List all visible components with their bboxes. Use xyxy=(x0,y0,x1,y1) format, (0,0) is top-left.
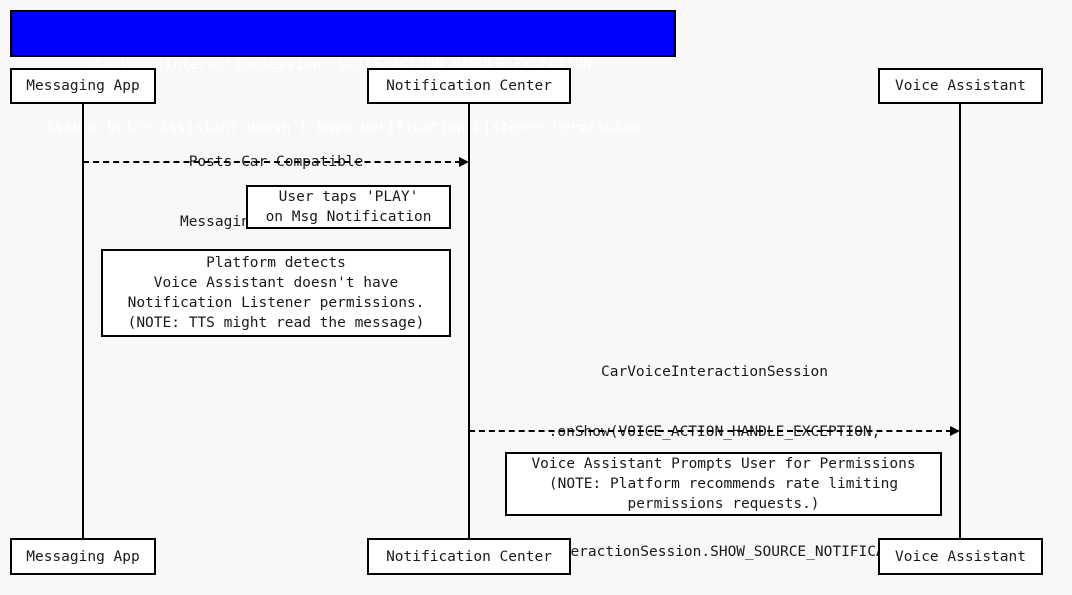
note-platform-detects-line-1: Platform detects xyxy=(206,255,346,271)
note-prompts-user-line-3: permissions requests.) xyxy=(627,496,820,512)
note-prompts-user-line-2: (NOTE: Platform recommends rate limiting xyxy=(548,476,899,492)
note-platform-detects: Platform detects Voice Assistant doesn't… xyxy=(101,249,451,337)
lifeline-notification-center xyxy=(468,103,470,540)
diagram-title-banner: CarVoiceInteractionSession: VOICE_ACTION… xyxy=(10,10,676,136)
participant-header-voice-assistant[interactable]: Voice Assistant xyxy=(878,68,1043,104)
diagram-title-line-2: Assume Voice Assistant doesn't have Noti… xyxy=(46,120,640,136)
message-arrowhead-post-notification xyxy=(459,157,469,167)
participant-footer-messaging-app[interactable]: Messaging App xyxy=(10,538,156,575)
participant-header-messaging-app[interactable]: Messaging App xyxy=(10,68,156,104)
message-arrow-on-show xyxy=(469,430,952,432)
message-arrow-post-notification xyxy=(83,161,461,163)
participant-footer-notification-center[interactable]: Notification Center xyxy=(367,538,571,575)
message-label-on-show-line-1: CarVoiceInteractionSession xyxy=(601,364,828,380)
note-user-taps-play: User taps 'PLAY' on Msg Notification xyxy=(246,185,451,229)
note-user-taps-play-line-1: User taps 'PLAY' xyxy=(278,189,419,205)
note-user-taps-play-line-2: on Msg Notification xyxy=(265,209,432,225)
note-prompts-user: Voice Assistant Prompts User for Permiss… xyxy=(505,452,942,516)
note-platform-detects-line-3: Notification Listener permissions. xyxy=(127,295,425,311)
message-label-on-show-line-2: .onShow(VOICE_ACTION_HANDLE_EXCEPTION, xyxy=(548,424,881,440)
participant-footer-voice-assistant[interactable]: Voice Assistant xyxy=(878,538,1043,575)
note-platform-detects-line-4: (NOTE: TTS might read the message) xyxy=(127,315,425,331)
lifeline-messaging-app xyxy=(82,103,84,540)
participant-header-notification-center[interactable]: Notification Center xyxy=(367,68,571,104)
message-arrowhead-on-show xyxy=(950,426,960,436)
message-label-on-show-line-4: VoiceInteractionSession.SHOW_SOURCE_NOTI… xyxy=(500,544,929,560)
note-prompts-user-line-1: Voice Assistant Prompts User for Permiss… xyxy=(531,456,916,472)
lifeline-voice-assistant xyxy=(959,103,961,540)
note-platform-detects-line-2: Voice Assistant doesn't have xyxy=(153,275,399,291)
